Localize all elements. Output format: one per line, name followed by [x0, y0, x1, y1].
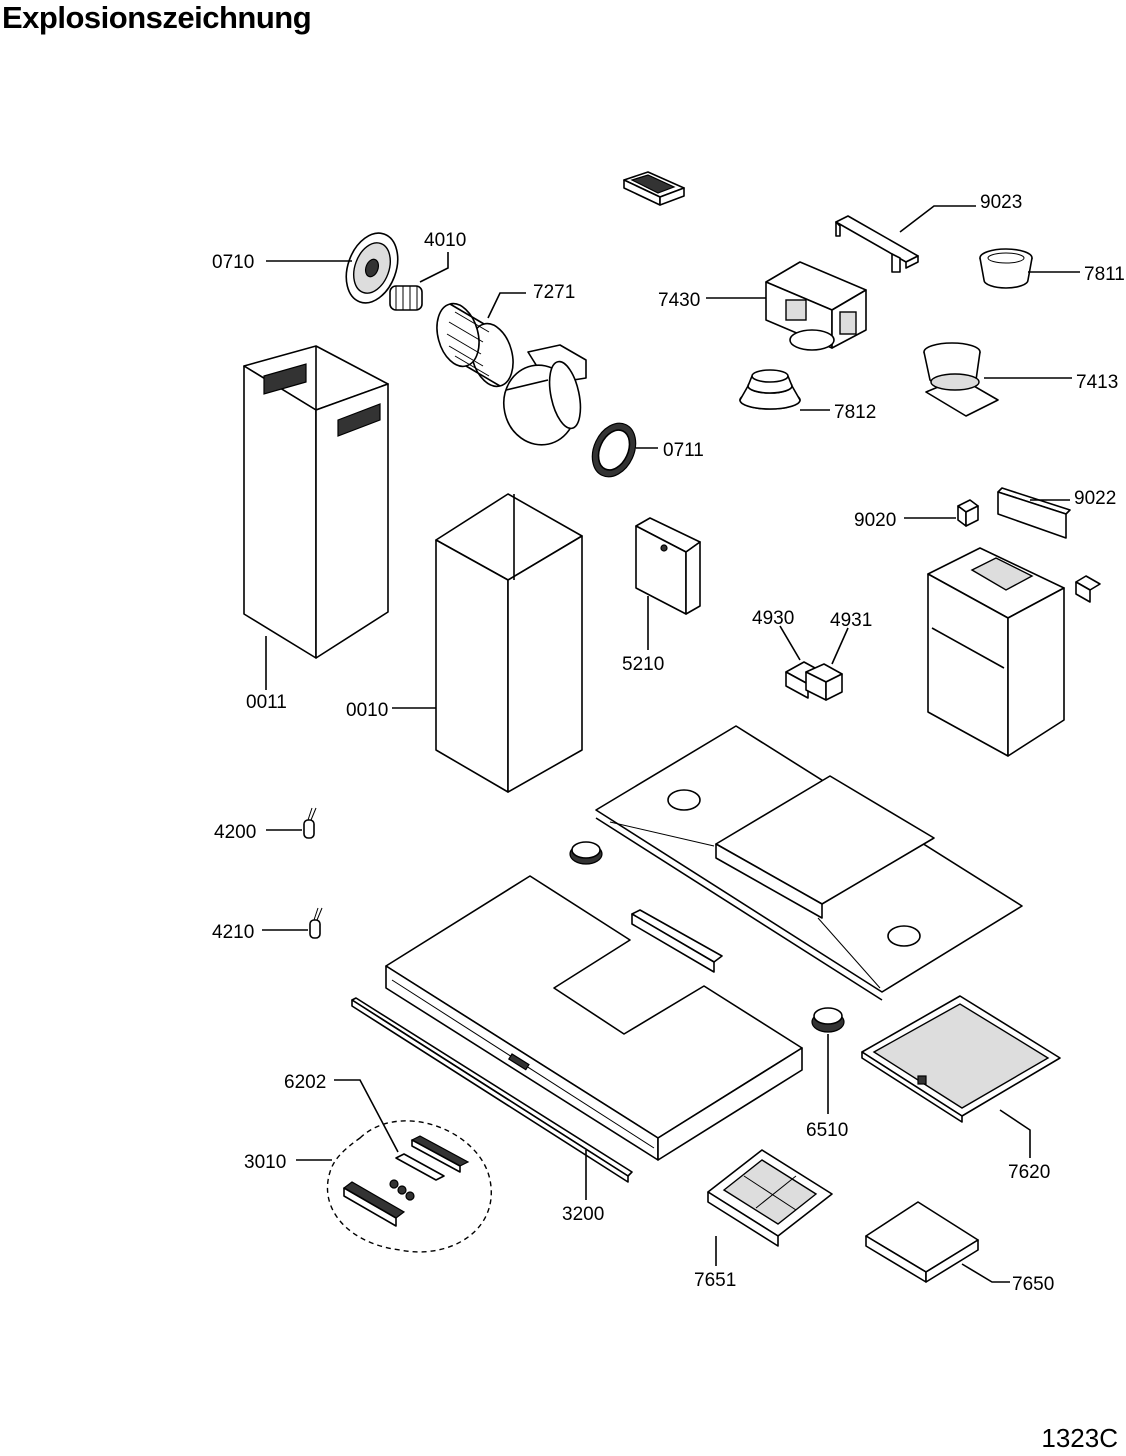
- label-7812: 7812: [834, 402, 876, 423]
- lamp-4200: [303, 807, 317, 839]
- collar-7812: [739, 369, 801, 410]
- motor-4010: [389, 285, 423, 311]
- label-7651: 7651: [694, 1270, 736, 1291]
- label-3200: 3200: [562, 1204, 604, 1225]
- label-4931: 4931: [830, 610, 872, 631]
- label-7811: 7811: [1084, 264, 1125, 285]
- control-box-5210: [635, 517, 701, 615]
- label-7413: 7413: [1076, 372, 1118, 393]
- rating-label-part: [623, 171, 685, 206]
- label-4930: 4930: [752, 608, 794, 629]
- label-4200: 4200: [214, 822, 256, 843]
- kit-3010: [326, 1120, 492, 1253]
- label-9020: 9020: [854, 510, 896, 531]
- label-7620: 7620: [1008, 1162, 1050, 1183]
- lamp-4210: [309, 907, 323, 939]
- bracket-9020: [957, 499, 979, 527]
- label-4210: 4210: [212, 922, 254, 943]
- bracket-9022: [997, 487, 1071, 539]
- label-7430: 7430: [658, 290, 700, 311]
- knob-part: [569, 841, 603, 865]
- label-0011: 0011: [246, 692, 287, 713]
- label-3010: 3010: [244, 1152, 286, 1173]
- label-9023: 9023: [980, 192, 1022, 213]
- adapter-7413: [923, 342, 999, 417]
- hood-body-part: [595, 725, 1023, 1001]
- grease-filter-7620: [861, 995, 1061, 1123]
- switch-4931: [805, 663, 843, 701]
- grille-0711: [591, 422, 637, 478]
- chimney-upper-0011: [243, 345, 389, 659]
- label-5210: 5210: [622, 654, 664, 675]
- diagram-title: Explosionszeichnung: [2, 0, 312, 35]
- damper-box-7430: [765, 261, 867, 351]
- handle-bar-part: [631, 909, 723, 973]
- knob-6510: [811, 1007, 845, 1033]
- label-9022: 9022: [1074, 488, 1116, 509]
- bracket-9023: [835, 215, 919, 273]
- carbon-filter-7650: [865, 1201, 979, 1283]
- label-7650: 7650: [1012, 1274, 1054, 1295]
- document-number: 1323C: [1041, 1423, 1118, 1453]
- label-6202: 6202: [284, 1072, 326, 1093]
- motor-plate-0710: [345, 232, 399, 304]
- fan-housing-part: [503, 344, 587, 446]
- carbon-frame-7651: [707, 1149, 833, 1247]
- bottom-panel-part: [385, 875, 803, 1161]
- chimney-lower-0010: [435, 493, 583, 793]
- label-0711: 0711: [663, 440, 704, 461]
- label-4010: 4010: [424, 230, 466, 251]
- motor-housing-part: [927, 547, 1101, 757]
- label-6510: 6510: [806, 1120, 848, 1141]
- label-7271: 7271: [533, 282, 575, 303]
- bracket-6202: [395, 1135, 470, 1181]
- strip-3200: [351, 997, 633, 1183]
- ring-7811: [979, 248, 1033, 289]
- fan-wheel-7271: [436, 302, 514, 388]
- label-0010: 0010: [346, 700, 388, 721]
- label-0710: 0710: [212, 252, 254, 273]
